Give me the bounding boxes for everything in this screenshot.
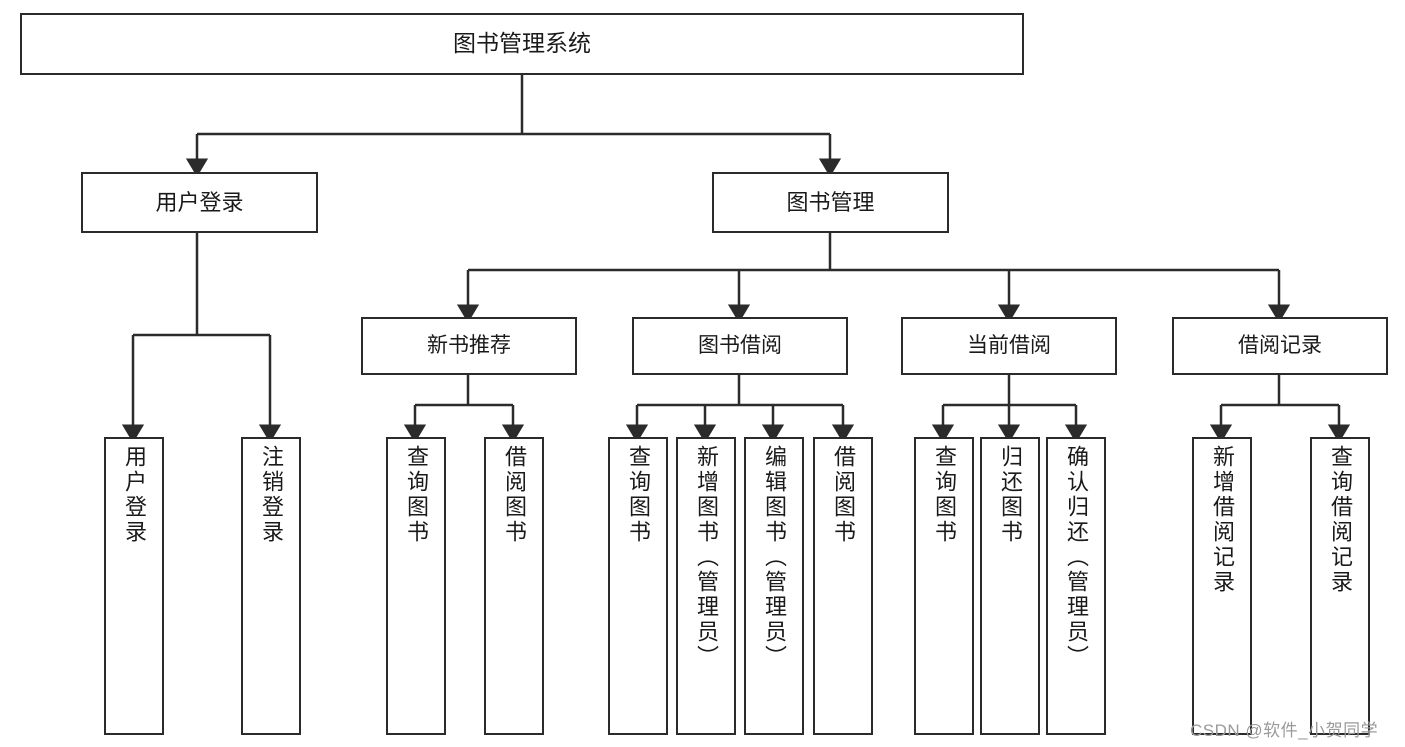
- leaf-book-borrow-borrow[interactable]: 借阅图书: [813, 437, 873, 735]
- leaf-label: 借阅图书: [502, 445, 527, 545]
- leaf-label: 查询借阅记录: [1328, 445, 1353, 595]
- node-current-borrow[interactable]: 当前借阅: [901, 317, 1117, 375]
- leaf-label: 注销登录: [259, 445, 284, 545]
- leaf-label: 归还图书: [998, 445, 1023, 545]
- node-root-label: 图书管理系统: [453, 30, 591, 57]
- leaf-book-borrow-edit[interactable]: 编辑图书（管理员）: [744, 437, 804, 735]
- node-new-book-recommend[interactable]: 新书推荐: [361, 317, 577, 375]
- leaf-current-borrow-confirm-return[interactable]: 确认归还（管理员）: [1046, 437, 1106, 735]
- leaf-label: 查询图书: [404, 445, 429, 545]
- leaf-label: 新增图书（管理员）: [694, 445, 719, 670]
- node-book-management[interactable]: 图书管理: [712, 172, 949, 233]
- node-root-book-management-system[interactable]: 图书管理系统: [20, 13, 1024, 75]
- node-user-login-label: 用户登录: [155, 189, 244, 215]
- leaf-book-borrow-add[interactable]: 新增图书（管理员）: [676, 437, 736, 735]
- leaf-borrow-record-query[interactable]: 查询借阅记录: [1310, 437, 1370, 735]
- csdn-watermark: CSDN @软件_小贺同学: [1190, 721, 1379, 740]
- leaf-new-book-borrow[interactable]: 借阅图书: [484, 437, 544, 735]
- node-book-management-label: 图书管理: [786, 189, 875, 215]
- node-user-login[interactable]: 用户登录: [81, 172, 318, 233]
- leaf-user-login-logout[interactable]: 注销登录: [241, 437, 301, 735]
- node-borrow-record[interactable]: 借阅记录: [1172, 317, 1388, 375]
- leaf-book-borrow-query[interactable]: 查询图书: [608, 437, 668, 735]
- node-borrow-record-label: 借阅记录: [1238, 333, 1322, 357]
- node-new-book-recommend-label: 新书推荐: [427, 333, 511, 357]
- leaf-label: 编辑图书（管理员）: [762, 445, 787, 670]
- leaf-user-login-login[interactable]: 用户登录: [104, 437, 164, 735]
- leaf-label: 查询图书: [626, 445, 651, 545]
- leaf-label: 借阅图书: [831, 445, 856, 545]
- leaf-label: 用户登录: [122, 445, 147, 545]
- leaf-label: 查询图书: [932, 445, 957, 545]
- leaf-current-borrow-return[interactable]: 归还图书: [980, 437, 1040, 735]
- node-book-borrow-label: 图书借阅: [698, 333, 782, 357]
- leaf-borrow-record-add[interactable]: 新增借阅记录: [1192, 437, 1252, 735]
- leaf-label: 新增借阅记录: [1210, 445, 1235, 595]
- leaf-label: 确认归还（管理员）: [1064, 445, 1089, 670]
- leaf-current-borrow-query[interactable]: 查询图书: [914, 437, 974, 735]
- node-current-borrow-label: 当前借阅: [967, 333, 1051, 357]
- leaf-new-book-query[interactable]: 查询图书: [386, 437, 446, 735]
- node-book-borrow[interactable]: 图书借阅: [632, 317, 848, 375]
